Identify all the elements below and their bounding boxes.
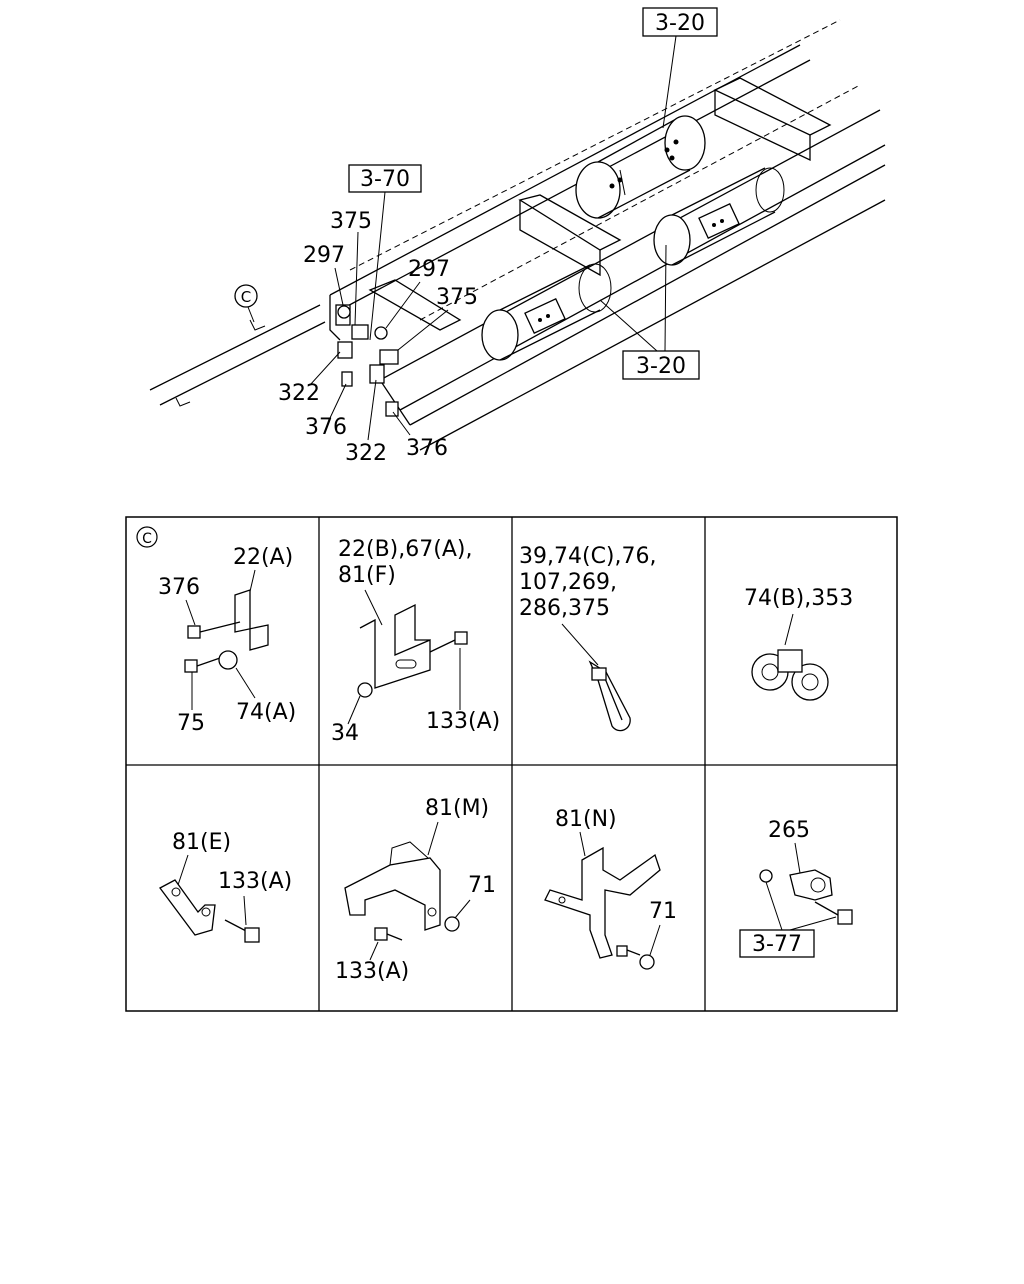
detail-table: C 22(A) 376 75 74(A) 22(B),67(A), 81(F) — [125, 516, 898, 1012]
callout-322: 322 — [278, 381, 320, 406]
label-71: 71 — [649, 899, 677, 924]
detail-cell-1: C 22(A) 376 75 74(A) — [136, 526, 296, 736]
detail-cell-7: 81(N) 71 — [544, 807, 677, 970]
marker-letter: C — [241, 288, 251, 306]
label-81e: 81(E) — [172, 830, 231, 855]
label-81m: 81(M) — [425, 796, 489, 821]
callout-376: 376 — [305, 415, 347, 440]
label-265: 265 — [768, 818, 810, 843]
label-133a: 133(A) — [218, 869, 292, 894]
ref-label: 3-20 — [636, 354, 686, 379]
callout-297: 297 — [408, 257, 450, 282]
callout-376: 376 — [406, 436, 448, 461]
label-71: 71 — [468, 873, 496, 898]
label-81f: 81(F) — [338, 563, 396, 588]
upper-cylinder — [575, 115, 706, 219]
ref-label: 3-77 — [752, 932, 802, 957]
frame-rails — [149, 19, 886, 451]
label-75: 75 — [177, 711, 205, 736]
label-286-375: 286,375 — [519, 596, 610, 621]
detail-cell-6: 81(M) 71 133(A) — [335, 796, 496, 984]
ref-box-3-77 — [739, 929, 815, 958]
label-107-269: 107,269, — [519, 570, 617, 595]
detail-cell-3: 39,74(C),76, 107,269, 286,375 — [519, 544, 657, 732]
ref-box-3-70: 3-70 — [348, 164, 422, 341]
frame-assembly-view: 3-20 3-70 3-20 C 375 297 297 — [149, 7, 886, 466]
detail-cell-5: 81(E) 133(A) — [159, 830, 292, 943]
callout-297: 297 — [303, 243, 345, 268]
callout-375: 375 — [436, 285, 478, 310]
label-22a: 22(A) — [233, 545, 293, 570]
label-22b-67a: 22(B),67(A), — [338, 537, 472, 562]
ref-box-3-20-bottom: 3-20 — [599, 244, 700, 380]
callout-375: 375 — [330, 209, 372, 234]
detail-marker-c: C — [234, 284, 258, 323]
label-39-74c-76: 39,74(C),76, — [519, 544, 657, 569]
ref-box-3-20-top: 3-20 — [642, 7, 718, 129]
label-81n: 81(N) — [555, 807, 617, 832]
callout-322: 322 — [345, 441, 387, 466]
label-34: 34 — [331, 721, 359, 746]
label-376: 376 — [158, 575, 200, 600]
detail-cell-8: 265 3-77 — [739, 818, 853, 958]
ref-label: 3-70 — [360, 167, 410, 192]
bracket-assembly — [335, 304, 399, 417]
ref-label: 3-20 — [655, 11, 705, 36]
detail-cell-4: 74(B),353 — [744, 586, 853, 701]
label-133a: 133(A) — [335, 959, 409, 984]
label-133a: 133(A) — [426, 709, 500, 734]
callouts: 375 297 297 375 322 376 322 376 — [278, 209, 478, 466]
label-74a: 74(A) — [236, 700, 296, 725]
lower-cylinder-left — [481, 263, 612, 361]
frame-tabs — [175, 319, 266, 407]
lower-cylinder-right — [653, 167, 785, 266]
marker-letter: C — [142, 531, 152, 547]
label-74b-353: 74(B),353 — [744, 586, 853, 611]
cross-members — [368, 77, 832, 331]
detail-cell-2: 22(B),67(A), 81(F) 34 133(A) — [331, 537, 500, 746]
